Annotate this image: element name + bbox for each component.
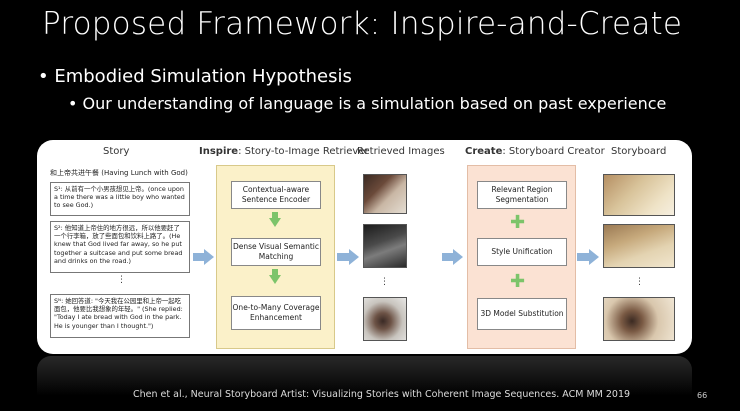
- inspire-stage-1: Contextual-aware Sentence Encoder: [231, 181, 321, 209]
- retrieved-ellipsis: ⋮: [380, 277, 389, 287]
- story-sentence-n: Sᴺ: 她回答道: "今天我在公园里和上帝一起吃面包，他要比我想象的年轻。" (…: [50, 294, 190, 338]
- storyboard-image-n: [603, 297, 675, 341]
- inspire-stage-2: Dense Visual Semantic Matching: [231, 238, 321, 266]
- story-sentence-2: S²: 他知道上帝住的地方很远，所以他要赶了一个行李箱，放了些面包和饮料上路了。…: [50, 221, 190, 273]
- plus-icon: ✚: [510, 212, 526, 233]
- retrieved-image-n: [363, 297, 407, 341]
- bullet-level-2: • Our understanding of language is a sim…: [68, 94, 667, 113]
- storyboard-image-1: [603, 174, 675, 216]
- story-ellipsis: ⋮: [117, 275, 126, 285]
- storyboard-ellipsis: ⋮: [635, 277, 644, 287]
- diagram-panel: Story Inspire: Story-to-Image Retriever …: [37, 140, 692, 354]
- header-story: Story: [103, 146, 130, 157]
- inspire-stage-3: One-to-Many Coverage Enhancement: [231, 296, 321, 330]
- down-arrow-icon: [269, 218, 281, 227]
- retrieved-image-1: [363, 174, 407, 214]
- create-module: Relevant Region Segmentation ✚ Style Uni…: [467, 165, 576, 349]
- panel-reflection: [37, 356, 692, 396]
- down-arrow-icon: [269, 275, 281, 284]
- create-stage-1: Relevant Region Segmentation: [477, 181, 567, 209]
- header-inspire: Inspire: Story-to-Image Retriever: [199, 146, 369, 157]
- bullet-level-2-text: Our understanding of language is a simul…: [82, 94, 667, 113]
- slide-title: Proposed Framework: Inspire-and-Create: [42, 6, 683, 42]
- create-stage-3: 3D Model Substitution: [477, 298, 567, 330]
- header-inspire-bold: Inspire: [199, 146, 239, 157]
- story-sentence-1: S¹: 从前有一个小男孩想见上帝。(once upon a time there…: [50, 182, 190, 216]
- inspire-module: Contextual-aware Sentence Encoder Dense …: [216, 165, 335, 349]
- story-title: 和上帝共进午餐 (Having Lunch with God): [50, 169, 188, 177]
- slide-footer: Chen et al., Neural Storyboard Artist: V…: [133, 389, 631, 400]
- header-create-bold: Create: [465, 146, 503, 157]
- page-number: 66: [697, 391, 708, 400]
- bullet-level-1-text: Embodied Simulation Hypothesis: [54, 66, 352, 87]
- header-inspire-rest: : Story-to-Image Retriever: [238, 146, 369, 157]
- retrieved-image-2: [363, 224, 407, 268]
- header-storyboard: Storyboard: [611, 146, 667, 157]
- storyboard-image-2: [603, 224, 675, 268]
- header-retrieved: Retrieved Images: [357, 146, 445, 157]
- header-create: Create: Storyboard Creator: [465, 146, 605, 157]
- plus-icon: ✚: [510, 271, 526, 292]
- create-stage-2: Style Unification: [477, 238, 567, 266]
- bullet-level-1: • Embodied Simulation Hypothesis: [38, 66, 352, 87]
- header-create-rest: : Storyboard Creator: [502, 146, 605, 157]
